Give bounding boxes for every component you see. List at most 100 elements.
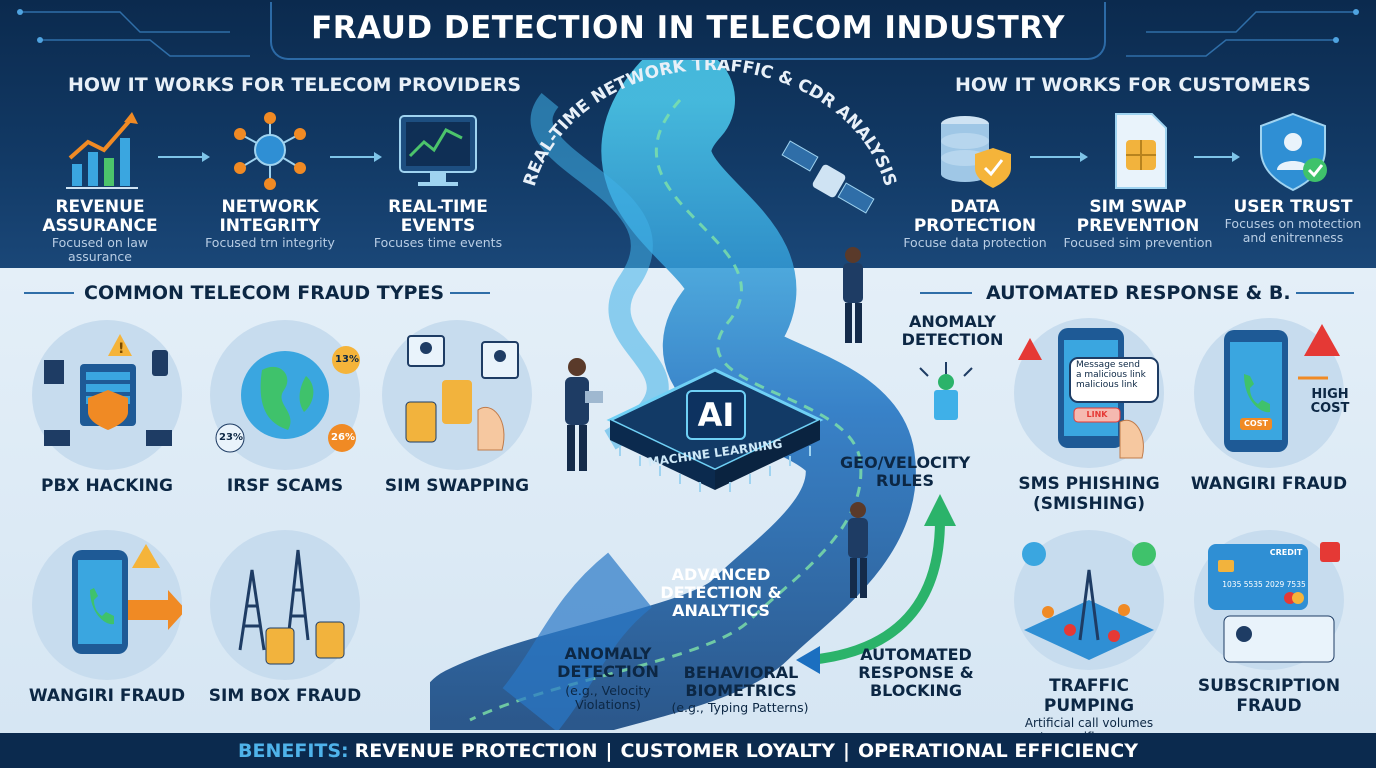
step-sub: Focuse data protection (903, 235, 1047, 250)
phone-message-icon (1018, 328, 1159, 459)
tile-label: SUBSCRIPTION FRAUD (1197, 676, 1341, 716)
high-cost-tag: HIGH COST (1310, 387, 1350, 416)
step-label: REAL-TIME EVENTS (388, 197, 488, 236)
response-sms-phishing: Message send a malicious link malicious … (1004, 318, 1174, 514)
providers-heading: HOW IT WORKS FOR TELECOM PROVIDERS (68, 74, 522, 96)
benefit-revenue-protection: REVENUE PROTECTION (354, 739, 598, 762)
feedback-arrow-icon (796, 494, 956, 674)
satellite-icon (781, 140, 875, 214)
tile-background (382, 320, 532, 470)
user-shield-icon (1260, 112, 1327, 192)
step-label: DATA PROTECTION (913, 197, 1037, 236)
fraud-sim-box: SIM BOX FRAUD (200, 530, 370, 706)
step-real-time-events: REAL-TIME EVENTS Focuses time events (358, 108, 518, 250)
tile-background: CREDIT 1035 5535 2029 7535 (1194, 530, 1344, 670)
tile-label: WANGIRI FRAUD (1190, 474, 1348, 494)
map-tower-icon (1022, 542, 1156, 660)
title-band (270, 2, 1106, 60)
response-subscription-fraud: CREDIT 1035 5535 2029 7535 SUBSCRIPTION … (1184, 530, 1354, 716)
engineer-person-icon (843, 247, 863, 343)
fraud-types-heading: COMMON TELECOM FRAUD TYPES (84, 282, 445, 304)
behavioral-biometrics: BEHAVIORAL BIOMETRICS (683, 663, 799, 700)
fraud-sim-swapping: SIM SWAPPING (372, 320, 542, 496)
geo-velocity-rules: GEO/VELOCITY RULES (840, 453, 971, 490)
tile-background: 13% 23% 26% (210, 320, 360, 470)
operator-person-icon (848, 502, 868, 598)
tile-background: HIGH COST COST (1194, 318, 1349, 468)
step-label: SIM SWAP PREVENTION (1076, 197, 1200, 236)
step-label: USER TRUST (1233, 197, 1353, 217)
benefits-lead: BENEFITS: (238, 739, 349, 762)
badge-26: 26% (331, 432, 355, 443)
fraud-irsf-scams: 13% 23% 26% IRSF SCAMS (200, 320, 370, 496)
divider-line (24, 292, 74, 294)
pbx-server-icon: ! (44, 334, 172, 446)
data-stream-graphic (430, 60, 916, 730)
customers-heading: HOW IT WORKS FOR CUSTOMERS (955, 74, 1311, 96)
tile-label: WANGIRI FRAUD (28, 686, 186, 706)
page-title: FRAUD DETECTION IN TELECOM INDUSTRY (311, 10, 1065, 46)
card-number: 1035 5535 2029 7535 (1222, 580, 1306, 589)
step-sim-swap-prevention: SIM SWAP PREVENTION Focused sim preventi… (1058, 108, 1218, 250)
tile-label: SIM BOX FRAUD (208, 686, 362, 706)
sensor-icon (919, 362, 973, 420)
phone-arrow-icon (72, 544, 186, 654)
benefits-footer: BENEFITS: REVENUE PROTECTION | CUSTOMER … (0, 733, 1376, 768)
svg-text:!: ! (118, 341, 124, 357)
arc-title: REAL-TIME NETWORK TRAFFIC & CDR ANALYSIS (520, 60, 900, 189)
phishing-link: LINK (1086, 410, 1108, 419)
advanced-detection: ADVANCED DETECTION & ANALYTICS (660, 565, 782, 620)
flow-arrow (158, 152, 210, 162)
benefit-separator: | (605, 739, 613, 762)
anomaly-detection-top: ANOMALY DETECTION (901, 312, 1004, 349)
benefit-separator: | (843, 739, 850, 762)
step-label: REVENUE ASSURANCE (42, 197, 158, 236)
benefit-operational-efficiency: OPERATIONAL EFFICIENCY (857, 739, 1138, 762)
circuit-decoration-icon (17, 9, 1359, 57)
phishing-message: Message send a malicious link malicious … (1076, 360, 1146, 390)
step-data-protection: DATA PROTECTION Focuse data protection (900, 108, 1050, 250)
network-globe-icon (234, 112, 306, 190)
step-user-trust: USER TRUST Focuses on motection and enit… (1218, 108, 1368, 245)
anomaly-detection-example: (e.g., Velocity Violations) (565, 683, 651, 712)
tile-background: Message send a malicious link malicious … (1014, 318, 1164, 468)
monitor-chart-icon (399, 115, 477, 186)
cost-badge: COST (1244, 419, 1268, 428)
phone-cost-icon (1224, 324, 1340, 452)
flow-arrow (1194, 152, 1240, 162)
database-shield-icon (941, 116, 1011, 188)
divider-line (1296, 292, 1354, 294)
step-sub: Focused trn integrity (205, 235, 335, 250)
tile-label: TRAFFIC PUMPING (1043, 676, 1135, 716)
step-sub: Focuses time events (373, 235, 503, 250)
divider-line (450, 292, 490, 294)
step-sub: Focused on law assurance (51, 235, 149, 264)
step-network-integrity: NETWORK INTEGRITY Focused trn integrity (190, 108, 350, 250)
step-sub: Focused sim prevention (1063, 235, 1213, 250)
growth-chart-icon (66, 112, 138, 189)
step-sub: Focuses on motection and enitrenness (1224, 216, 1362, 245)
sim-card-icon (1115, 113, 1167, 189)
response-traffic-pumping: TRAFFIC PUMPING Artificial call volumes … (1004, 530, 1174, 744)
behavioral-biometrics-example: (e.g., Typing Patterns) (671, 700, 809, 715)
flow-arrow (1030, 152, 1088, 162)
response-heading: AUTOMATED RESPONSE & B. (986, 282, 1291, 304)
analyst-person-icon (565, 358, 603, 471)
benefit-customer-loyalty: CUSTOMER LOYALTY (620, 739, 836, 762)
flow-arrow (330, 152, 382, 162)
sim-swap-icon (405, 335, 519, 451)
tile-label: SMS PHISHING (SMISHING) (1018, 474, 1160, 514)
card-label: CREDIT (1269, 548, 1303, 557)
fraud-wangiri: WANGIRI FRAUD (22, 530, 192, 706)
credit-card-icon (1208, 542, 1340, 663)
badge-13: 13% (335, 354, 359, 365)
tile-label: IRSF SCAMS (226, 476, 344, 496)
step-revenue-assurance: REVENUE ASSURANCE Focused on law assuran… (20, 108, 180, 264)
tile-background (1014, 530, 1164, 670)
tile-background (210, 530, 360, 680)
anomaly-detection-bottom: ANOMALY DETECTION (557, 644, 659, 681)
step-label: NETWORK INTEGRITY (219, 197, 321, 236)
tile-background: ! (32, 320, 182, 470)
ai-chip-label: AI (686, 390, 746, 440)
tile-background (32, 530, 186, 680)
